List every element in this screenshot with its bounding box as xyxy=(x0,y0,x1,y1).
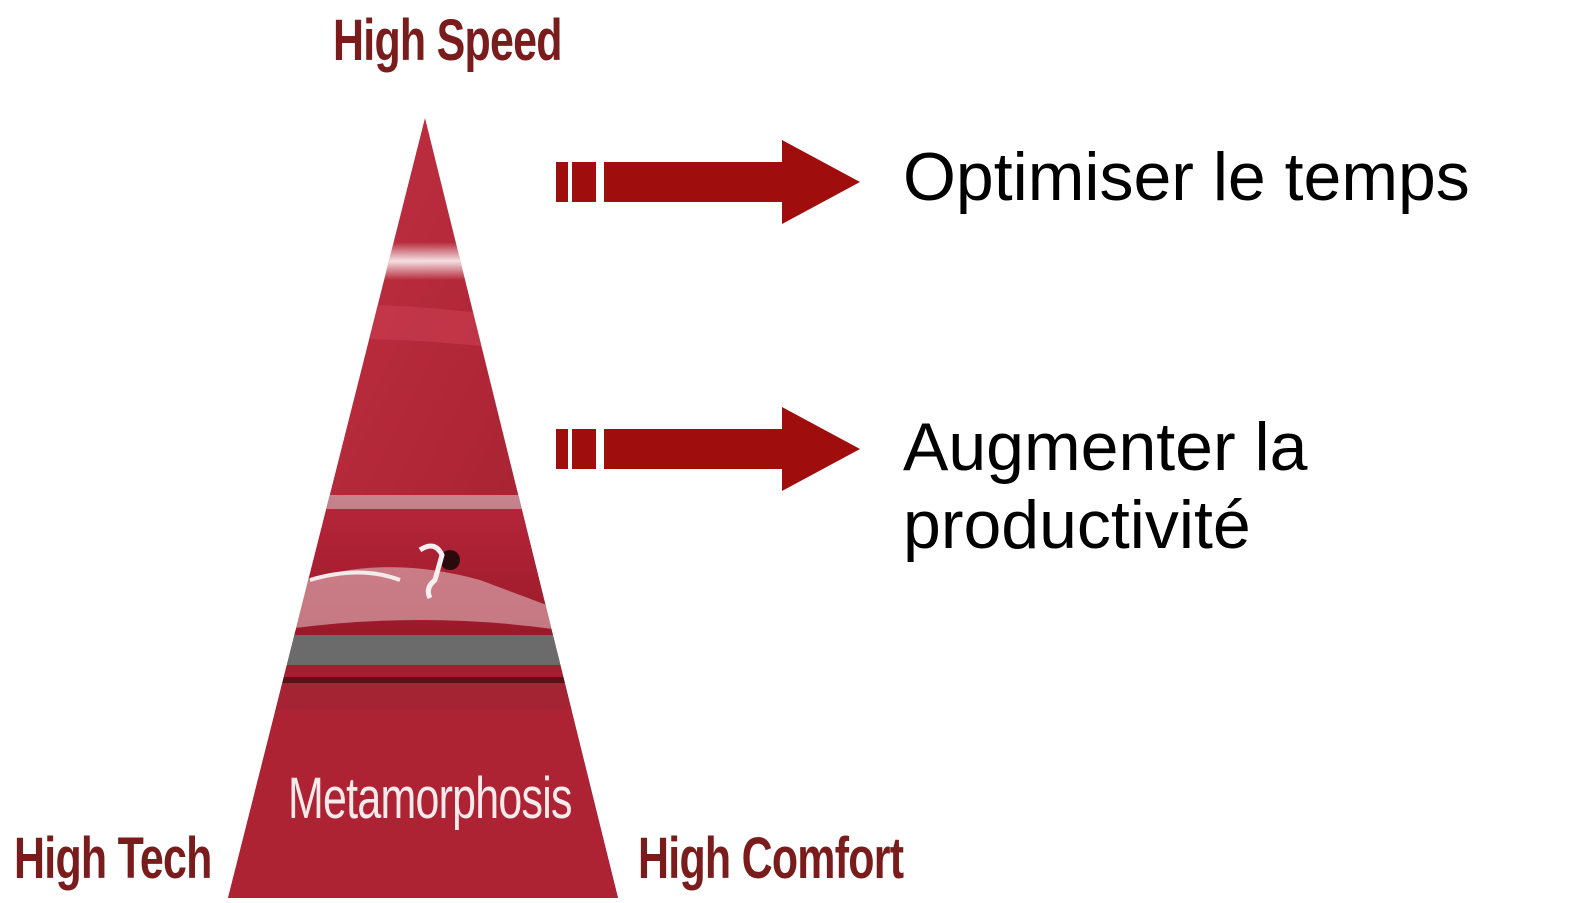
statement-augmenter-la-productivite: Augmenter la productivité xyxy=(903,409,1308,563)
statement-optimiser-le-temps: Optimiser le temps xyxy=(903,139,1470,215)
pyramid-triangle xyxy=(228,118,618,898)
label-metamorphosis: Metamorphosis xyxy=(288,766,573,831)
label-high-comfort: High Comfort xyxy=(638,826,904,891)
label-high-tech: High Tech xyxy=(14,826,212,891)
train-image xyxy=(228,495,618,710)
arrow-right-icon xyxy=(556,140,860,224)
arrow-right-icon xyxy=(556,407,860,491)
label-high-speed: High Speed xyxy=(333,8,562,73)
